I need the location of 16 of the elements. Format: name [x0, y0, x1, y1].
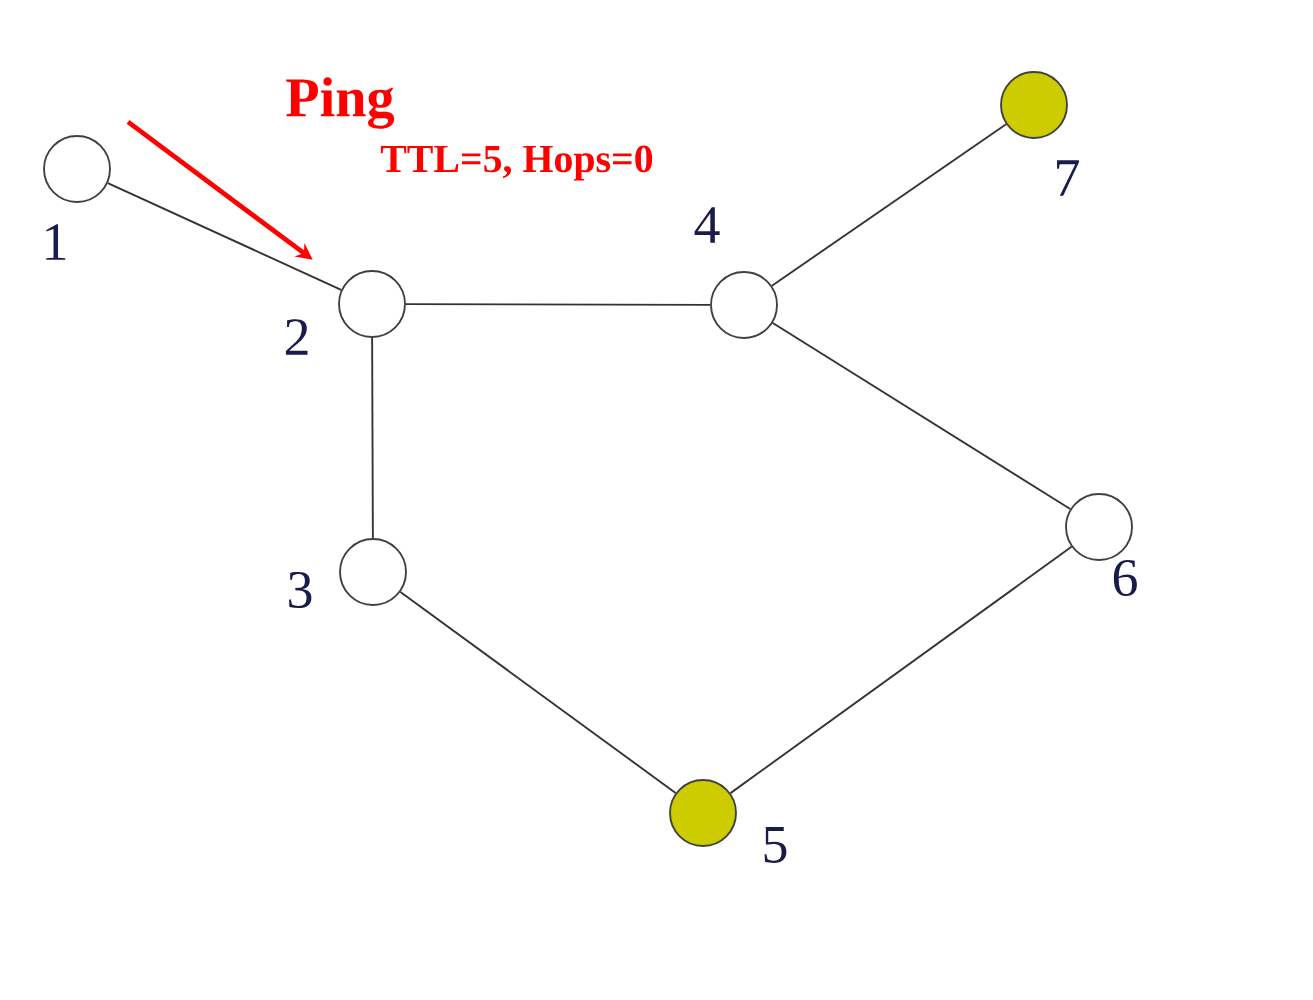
connector-line — [399, 591, 677, 794]
ping-label: Ping — [286, 77, 395, 129]
connector-line — [771, 322, 1072, 510]
connector-line — [771, 123, 1007, 287]
node-number: 6 — [1113, 559, 1137, 597]
connector-line — [405, 303, 711, 306]
node-number: 2 — [285, 319, 308, 355]
connector-line — [106, 182, 343, 291]
node-number: 3 — [289, 571, 312, 609]
node-number: 1 — [46, 224, 66, 260]
connector-line — [729, 545, 1073, 795]
node-number: 4 — [694, 207, 720, 243]
ping-label: TTL=5, Hops=0 — [380, 145, 653, 181]
connector-line — [371, 337, 374, 539]
node-number: 5 — [764, 827, 787, 863]
node-number: 7 — [1057, 160, 1079, 196]
